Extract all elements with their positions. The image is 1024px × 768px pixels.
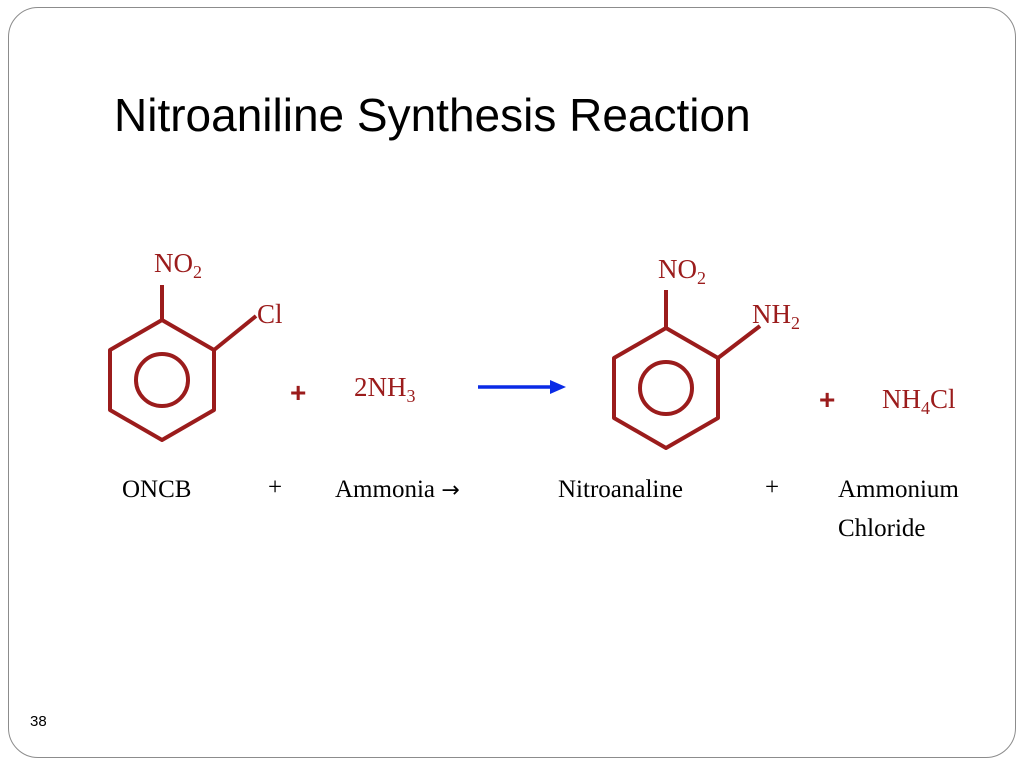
- label-oncb: ONCB: [122, 476, 192, 503]
- nh2-label-product: NH2: [752, 299, 800, 333]
- label-nitroanaline: Nitroanaline: [558, 476, 683, 503]
- plus-sign-2: +: [819, 384, 835, 415]
- slide-number: 38: [30, 713, 47, 730]
- arrow-right-icon: →: [441, 478, 460, 503]
- label-ammonia-line: Ammonia →: [335, 476, 460, 504]
- slide-frame: [8, 7, 1016, 758]
- benzene-ring-reactant: [108, 318, 216, 442]
- aromatic-circle-product: [638, 360, 694, 416]
- slide-title: Nitroaniline Synthesis Reaction: [114, 89, 751, 141]
- reaction-arrow: [478, 380, 566, 394]
- bond-nh2-product: [716, 324, 762, 360]
- cl-label-reactant: Cl: [257, 299, 283, 329]
- ammonia-formula: 2NH3: [354, 372, 416, 406]
- nitroaniline-structure: NO2 NH2: [612, 254, 800, 450]
- label-chloride: Chloride: [838, 515, 926, 542]
- ammonium-chloride-formula: NH4Cl: [882, 384, 956, 418]
- aromatic-circle-reactant: [134, 352, 190, 408]
- benzene-ring-product: [612, 326, 720, 450]
- no2-label-reactant: NO2: [154, 248, 202, 282]
- label-plus-1: +: [268, 474, 283, 501]
- plus-sign-1: +: [290, 377, 306, 408]
- no2-label-product: NO2: [658, 254, 706, 288]
- label-ammonium: Ammonium: [838, 476, 959, 503]
- label-ammonia: Ammonia: [335, 476, 435, 503]
- label-plus-2: +: [765, 474, 780, 501]
- bond-cl-reactant: [212, 314, 258, 352]
- oncb-structure: NO2 Cl: [108, 248, 283, 442]
